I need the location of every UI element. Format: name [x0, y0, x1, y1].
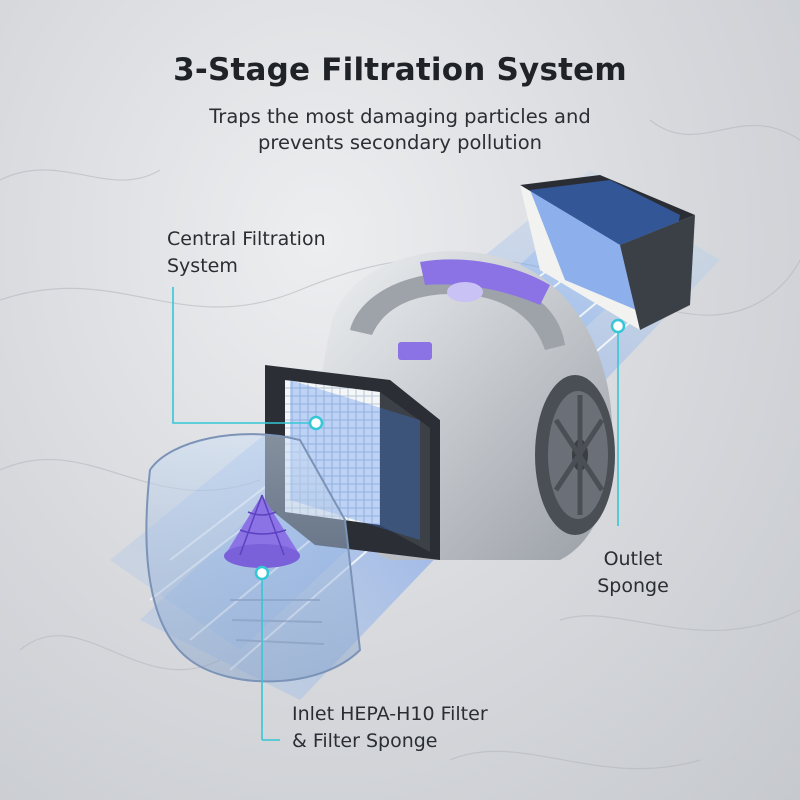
page-title: 3-Stage Filtration System	[173, 52, 627, 88]
page-subtitle: Traps the most damaging particles and pr…	[150, 104, 650, 156]
inlet-dot-icon	[254, 565, 270, 581]
callout-outlet-sponge: Outlet Sponge	[578, 546, 688, 600]
central-dot-icon	[308, 415, 324, 431]
outlet-dot-icon	[610, 318, 626, 334]
central-leader-line	[172, 287, 314, 424]
inlet-sponge-graphic	[224, 494, 300, 568]
callout-inlet-line-2: & Filter Sponge	[292, 730, 438, 752]
subtitle-line-1: Traps the most damaging particles and	[209, 105, 591, 128]
callout-inlet-filter: Inlet HEPA-H10 Filter & Filter Sponge	[292, 701, 552, 755]
callout-outlet-line-1: Outlet	[603, 548, 663, 570]
wheel-graphic	[535, 375, 615, 535]
callout-central-line-1: Central Filtration	[167, 228, 326, 250]
callout-central-filtration: Central Filtration System	[167, 226, 367, 280]
subtitle-line-2: prevents secondary pollution	[258, 131, 542, 154]
callout-central-line-2: System	[167, 255, 238, 277]
callout-inlet-line-1: Inlet HEPA-H10 Filter	[292, 703, 488, 725]
callout-dots	[254, 318, 626, 581]
callout-outlet-line-2: Sponge	[597, 575, 669, 597]
outlet-sponge-graphic	[520, 175, 695, 330]
